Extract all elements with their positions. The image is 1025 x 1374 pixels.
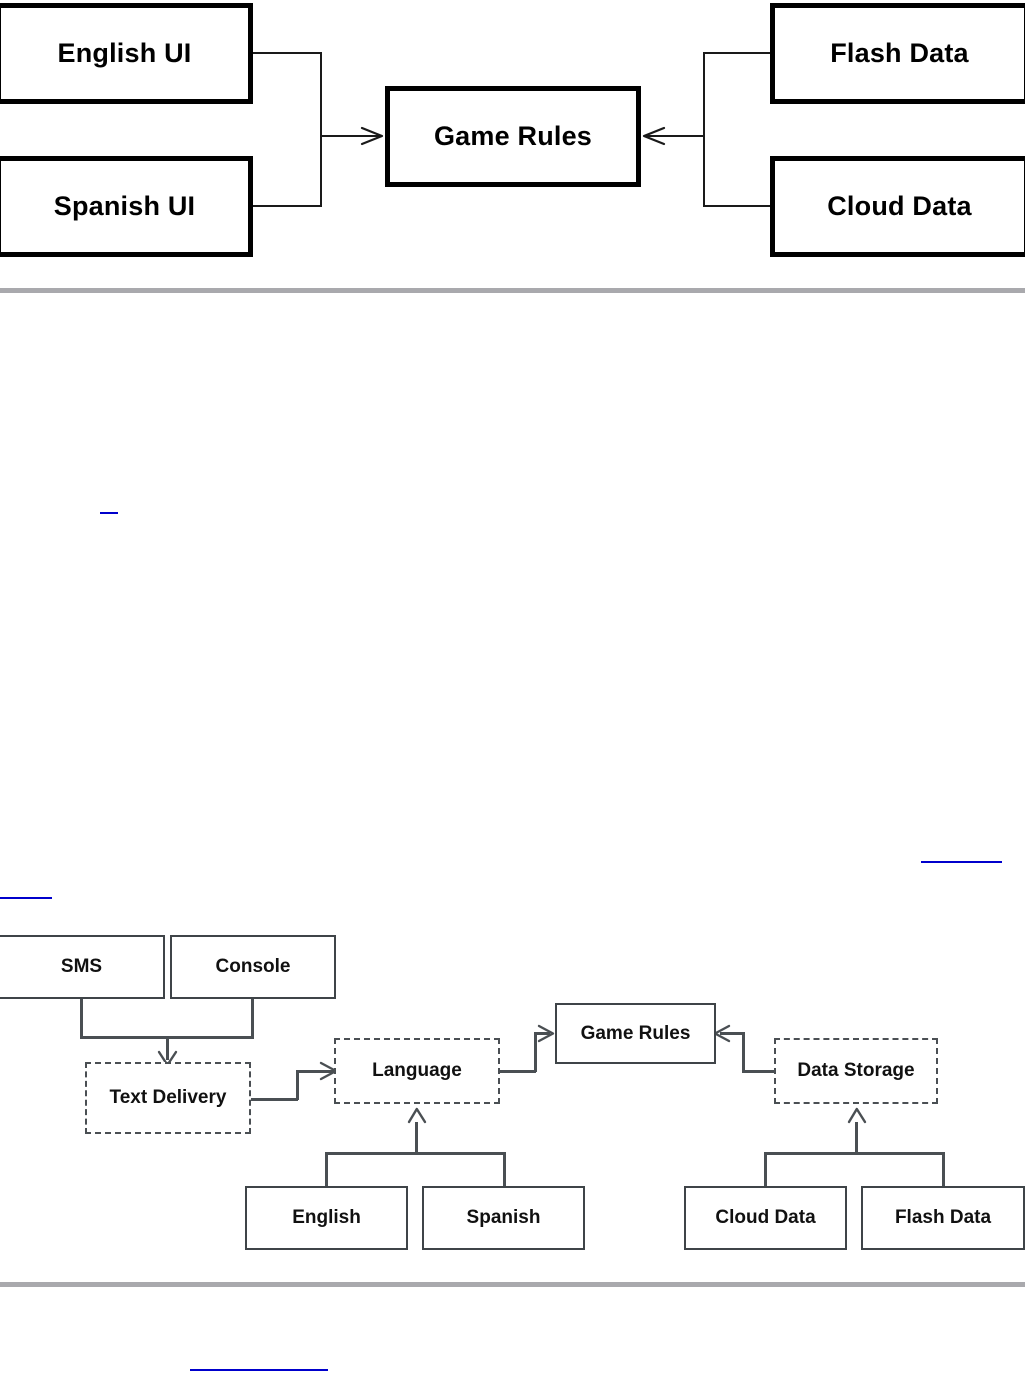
arrow-head-right-into-game-rules-2: [537, 1024, 555, 1043]
connector-english-up-stub: [325, 1152, 328, 1187]
link-underline-2[interactable]: [921, 861, 1002, 863]
connector-left-to-gamerules-shaft: [322, 135, 382, 137]
node-label: English: [292, 1207, 361, 1228]
arrow-head-right-into-game-rules: [360, 126, 384, 146]
node-console[interactable]: Console: [170, 935, 336, 999]
node-label: Spanish: [466, 1207, 541, 1228]
node-spanish-ui[interactable]: Spanish UI: [0, 156, 253, 257]
node-language[interactable]: Language: [334, 1038, 500, 1104]
connector-right-to-gamerules-shaft: [644, 135, 704, 137]
connector-flashdata-up-stub: [942, 1152, 945, 1187]
connector-left-vertical-bus: [320, 52, 322, 207]
section-rule-top: [0, 288, 1025, 293]
node-text-delivery[interactable]: Text Delivery: [85, 1062, 251, 1134]
node-label: Game Rules: [433, 121, 593, 151]
node-data-storage[interactable]: Data Storage: [774, 1038, 938, 1104]
node-game-rules[interactable]: Game Rules: [385, 86, 641, 187]
connector-step-to-language-horizontal: [296, 1070, 334, 1073]
node-label: Flash Data: [894, 1207, 992, 1228]
arrow-head-up-into-language: [407, 1107, 427, 1124]
connector-join-to-text-delivery-shaft: [166, 1036, 169, 1060]
connector-textdelivery-out-horizontal: [250, 1098, 298, 1101]
connector-step-to-gamerules-left-horizontal: [720, 1032, 744, 1035]
node-cloud-data-2[interactable]: Cloud Data: [684, 1186, 847, 1250]
connector-clouddata-up-stub: [764, 1152, 767, 1187]
connector-step-to-gamerules-horizontal: [534, 1032, 550, 1035]
section-rule-bottom: [0, 1282, 1025, 1287]
connector-spanish-up-stub: [503, 1152, 506, 1187]
node-label: Cloud Data: [715, 1207, 816, 1228]
connector-textdelivery-step-vertical: [296, 1070, 299, 1100]
node-label: SMS: [60, 956, 103, 977]
connector-spanish-horizontal: [253, 205, 322, 207]
node-label: Flash Data: [830, 38, 969, 68]
node-game-rules-2[interactable]: Game Rules: [555, 1003, 716, 1064]
connector-sms-down-stub: [80, 998, 83, 1038]
connector-flash-horizontal: [703, 52, 772, 54]
node-label: Console: [215, 956, 291, 977]
link-underline-4[interactable]: [190, 1369, 328, 1371]
node-english[interactable]: English: [245, 1186, 408, 1250]
node-spanish[interactable]: Spanish: [422, 1186, 585, 1250]
arrow-head-up-into-data-storage: [847, 1107, 867, 1124]
node-label: Language: [372, 1060, 462, 1081]
node-label: Game Rules: [580, 1022, 691, 1044]
link-underline-1[interactable]: [100, 512, 118, 514]
connector-cloud-flash-join-bar: [764, 1152, 945, 1155]
node-label: Text Delivery: [109, 1087, 227, 1108]
connector-datastorage-step-vertical: [742, 1032, 745, 1072]
connector-datastorage-out-horizontal: [742, 1070, 778, 1073]
arrow-head-left-into-game-rules: [642, 126, 666, 146]
node-label: Cloud Data: [827, 191, 972, 221]
node-flash-data[interactable]: Flash Data: [770, 3, 1025, 104]
node-cloud-data[interactable]: Cloud Data: [770, 156, 1025, 257]
connector-english-horizontal: [253, 52, 322, 54]
connector-join-to-language-shaft: [415, 1122, 418, 1154]
node-english-ui[interactable]: English UI: [0, 3, 253, 104]
link-underline-3[interactable]: [0, 897, 52, 899]
connector-console-down-stub: [251, 998, 254, 1038]
node-sms[interactable]: SMS: [0, 935, 165, 999]
connector-language-out-horizontal: [499, 1070, 536, 1073]
node-label: Data Storage: [797, 1060, 915, 1081]
connector-language-step-vertical: [534, 1032, 537, 1072]
node-flash-data-2[interactable]: Flash Data: [861, 1186, 1025, 1250]
connector-cloud-horizontal: [703, 205, 772, 207]
node-label: Spanish UI: [53, 191, 196, 221]
connector-join-to-datastorage-shaft: [855, 1122, 858, 1154]
node-label: English UI: [57, 38, 192, 68]
connector-right-vertical-bus: [703, 52, 705, 207]
